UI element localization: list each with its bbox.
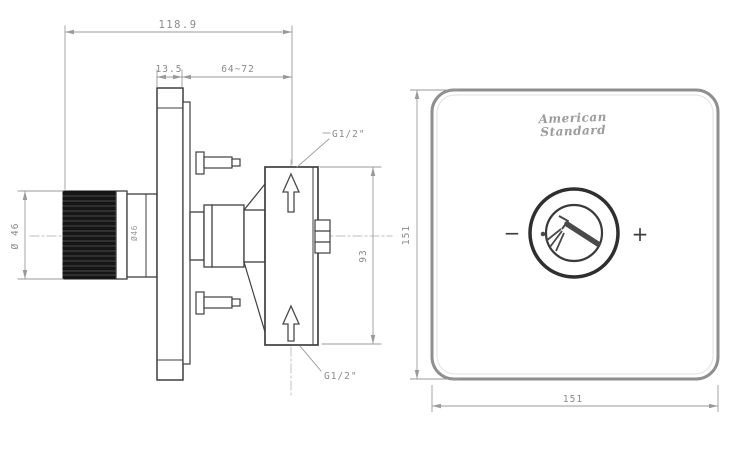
dim-adjust-range-label: 64~72 bbox=[221, 64, 255, 75]
dial-plus-symbol: + bbox=[632, 222, 649, 246]
dimension-port-span: 93 bbox=[319, 166, 382, 345]
dial-inner-ring bbox=[544, 203, 604, 263]
side-port-fitting bbox=[314, 219, 331, 254]
side-view: 118.9 13.5 64~72 Ø 46 Ø46 bbox=[10, 19, 393, 397]
dial-indicator-dot bbox=[540, 231, 546, 237]
dim-plate-thickness-label: 13.5 bbox=[156, 64, 183, 75]
face-plate-inner-edge bbox=[436, 94, 714, 375]
flow-arrow-bottom-icon bbox=[281, 304, 301, 342]
valve-body bbox=[264, 166, 331, 346]
dim-plate-height-label: 151 bbox=[401, 225, 412, 245]
face-plate bbox=[430, 88, 720, 381]
mounting-screw-top bbox=[195, 151, 241, 175]
escutcheon-plate-side bbox=[156, 87, 191, 381]
port-label-bottom: G1/2" bbox=[299, 345, 358, 382]
dimension-plate-height: 151 bbox=[401, 89, 458, 380]
dial-outer-ring bbox=[528, 187, 620, 279]
control-dial: − + bbox=[504, 187, 649, 279]
dimension-overall-depth: 118.9 bbox=[64, 19, 293, 190]
hand-shower-icon bbox=[545, 215, 601, 252]
port-label-bottom-text: G1/2" bbox=[324, 371, 358, 382]
dimension-knob-diameter: Ø 46 bbox=[10, 190, 64, 280]
dimension-plate-and-range: 13.5 64~72 bbox=[156, 64, 293, 88]
flow-arrow-top-icon bbox=[281, 172, 301, 213]
knob-barrel bbox=[126, 193, 158, 278]
brand-logo: American Standard bbox=[537, 110, 607, 139]
valve-cartridge bbox=[189, 183, 266, 333]
dim-port-span-label: 93 bbox=[358, 249, 369, 262]
dial-minus-symbol: − bbox=[504, 221, 521, 245]
dim-plate-width-label: 151 bbox=[563, 394, 583, 405]
backing-plate bbox=[182, 101, 191, 365]
dimension-plate-width: 151 bbox=[431, 385, 719, 412]
front-view: American Standard − + bbox=[401, 88, 720, 412]
knob-knurled-grip bbox=[62, 190, 117, 280]
brand-logo-line1: American bbox=[537, 110, 607, 126]
knurl-ridges bbox=[62, 195, 117, 276]
dim-trim-diameter-label: Ø46 bbox=[129, 225, 139, 241]
mounting-screw-bottom bbox=[195, 291, 241, 315]
dim-knob-diameter-label: Ø 46 bbox=[10, 223, 21, 250]
port-label-top: G1/2" bbox=[296, 129, 366, 168]
dim-overall-depth-label: 118.9 bbox=[158, 19, 197, 31]
knob-collar bbox=[115, 190, 128, 280]
brand-logo-line2: Standard bbox=[540, 123, 606, 139]
port-label-top-text: G1/2" bbox=[332, 129, 366, 140]
